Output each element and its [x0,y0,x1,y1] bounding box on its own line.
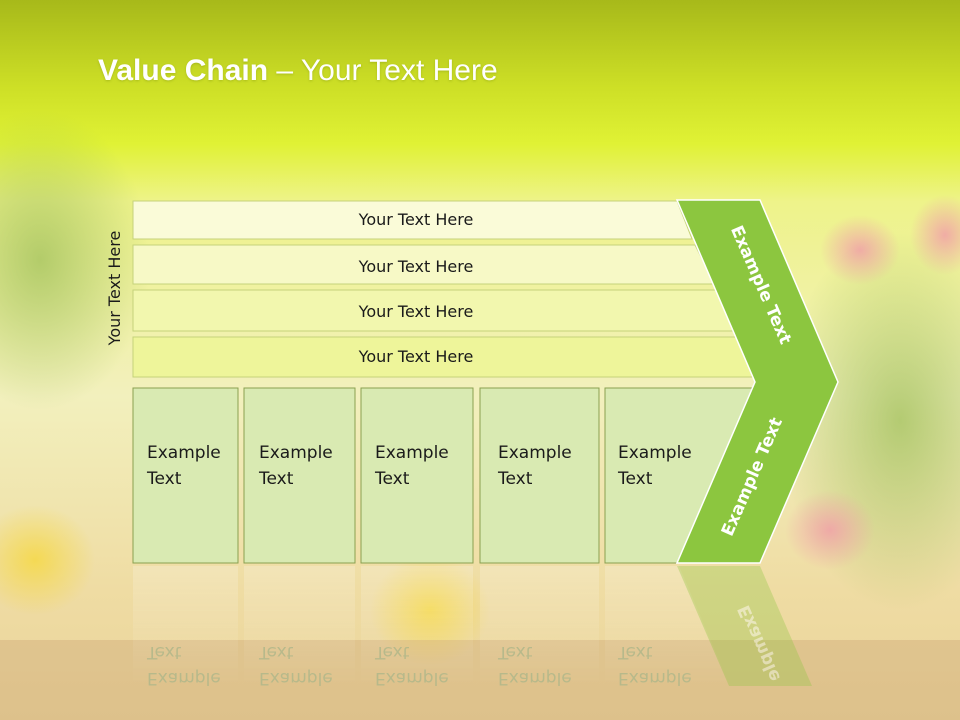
box-1-line1: Example [147,443,221,463]
bar-1-label: Your Text Here [358,210,474,229]
box-3-line2: Text [374,469,410,489]
reflection-box-2-line1: Example [259,668,333,688]
reflection-chevron [677,566,812,686]
title-rest: – Your Text Here [268,54,498,87]
title-bold: Value Chain [98,54,269,87]
chevron-arrow [675,199,839,564]
reflection-box-1 [133,566,238,686]
reflection-box-1-line2: Text [146,642,182,662]
reflection-box-1-line1: Example [147,668,221,688]
box-3-line1: Example [375,443,449,463]
box-1-line2: Text [146,469,182,489]
slide-title: Value Chain – Your Text Here [98,54,498,88]
diagram-reflection: Example Text Example Text Example Text E… [133,566,812,688]
bar-1 [132,200,693,240]
box-1 [132,387,239,564]
reflection-box-4-line1: Example [498,668,572,688]
reflection-box-3 [361,566,473,686]
box-5-line1: Example [618,443,692,463]
box-4 [479,387,600,564]
bar-3-label: Your Text Here [358,302,474,321]
reflection-box-3-line1: Example [375,668,449,688]
reflection-box-4 [480,566,599,686]
box-4-line2: Text [497,469,533,489]
box-3 [360,387,474,564]
bar-4-label: Your Text Here [358,347,474,366]
reflection-box-5-line1: Example [618,668,692,688]
reflection-box-4-line2: Text [497,642,533,662]
side-label: Your Text Here [105,231,124,347]
box-2-line2: Text [258,469,294,489]
reflection-box-3-line2: Text [374,642,410,662]
box-4-line1: Example [498,443,572,463]
reflection-box-2-line2: Text [258,642,294,662]
box-2 [243,387,356,564]
reflection-box-2 [244,566,355,686]
reflection-box-5 [605,566,730,686]
reflection-box-5-line2: Text [617,642,653,662]
bar-2-label: Your Text Here [358,257,474,276]
box-2-line1: Example [259,443,333,463]
box-5-line2: Text [617,469,653,489]
